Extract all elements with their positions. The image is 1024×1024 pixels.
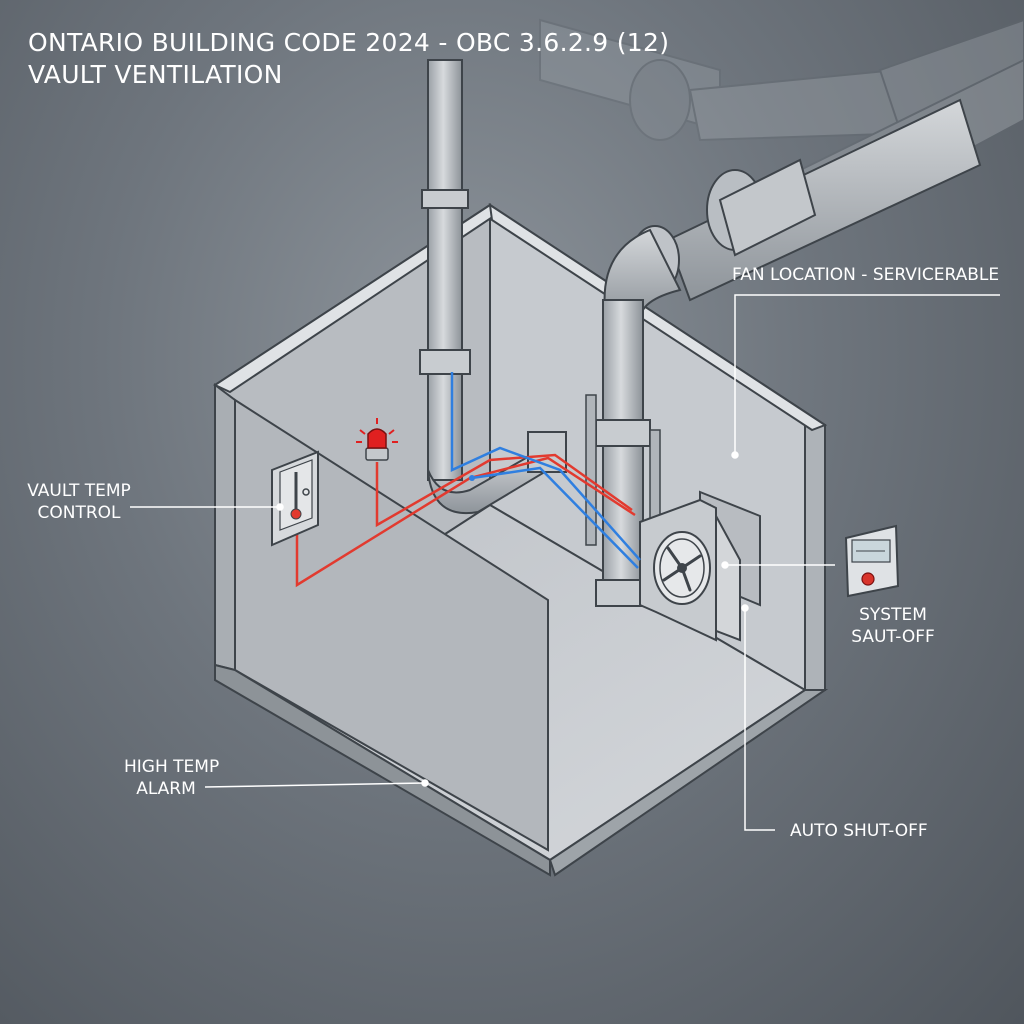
callout-auto-shutoff: AUTO SHUT-OFF [790,821,928,841]
callout-leaders [130,294,1000,831]
thermostat-icon [271,450,319,547]
callout-system-shutoff: SYSTEM SAUT-OFF [851,605,935,647]
diagram-title: ONTARIO BUILDING CODE 2024 - OBC 3.6.2.9… [28,28,670,57]
control-panel-icon [844,524,900,598]
alarm-beacon-icon [356,418,398,461]
diagram-subtitle: VAULT VENTILATION [28,60,283,89]
control-wiring [295,372,641,588]
callout-fan-location: FAN LOCATION - SERVICERABLE [732,265,1000,285]
callout-vault-temp-control: VAULT TEMP CONTROL [27,481,131,523]
callout-high-temp-alarm: HIGH TEMP ALARM [124,757,220,799]
exhaust-fan-icon [639,490,761,642]
